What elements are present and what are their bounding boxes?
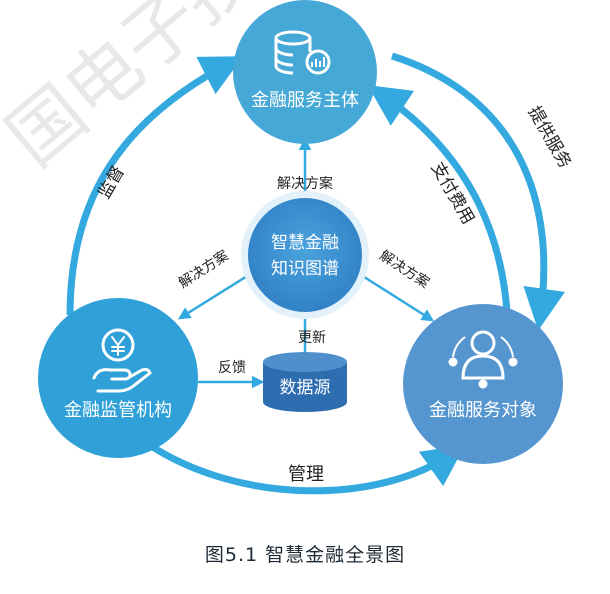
- node-top-label: 金融服务主体: [251, 90, 359, 111]
- node-left-label: 金融监管机构: [64, 400, 172, 421]
- feedback-label: 反馈: [218, 360, 246, 376]
- supervise-arrow: [66, 56, 244, 316]
- node-financial-regulator: 金融监管机构: [38, 298, 198, 458]
- manage-arrow: [146, 441, 466, 495]
- update-label: 更新: [298, 330, 326, 346]
- node-right-label: 金融服务对象: [429, 400, 537, 421]
- node-financial-service-client: 金融服务对象: [403, 304, 563, 464]
- supervise-label: 监督: [95, 163, 129, 202]
- datasource-label: 数据源: [280, 378, 331, 398]
- manage-label: 管理: [288, 464, 324, 485]
- watermark: 国电子技: [0, 0, 273, 183]
- solution-top-label: 解决方案: [277, 175, 333, 192]
- figure-caption: 图5.1 智慧金融全景图: [204, 544, 406, 566]
- yen-hand-icon: [92, 328, 152, 393]
- datasource-cylinder: 数据源: [263, 352, 347, 412]
- solution-left-label: 解决方案: [175, 247, 231, 292]
- pay-fee-arrow: [367, 85, 512, 331]
- node-financial-service-provider: 金融服务主体: [233, 0, 377, 144]
- database-chart-icon: [274, 30, 331, 75]
- user-network-icon: [448, 330, 518, 389]
- provide-service-arrow: [390, 52, 565, 331]
- solution-right-label: 解决方案: [376, 247, 432, 292]
- center-line2: 知识图谱: [271, 259, 339, 279]
- node-knowledge-graph: 智慧金融 知识图谱: [241, 191, 369, 319]
- provide-service-label: 提供服务: [524, 103, 575, 172]
- center-line1: 智慧金融: [271, 233, 339, 253]
